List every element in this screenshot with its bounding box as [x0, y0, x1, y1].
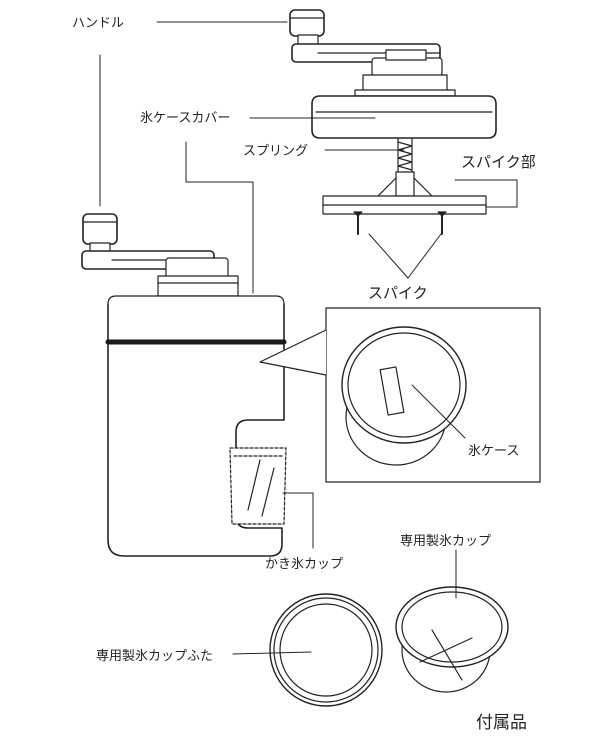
top-handle-drawing [289, 9, 443, 77]
top-cover-drawing [311, 74, 497, 139]
shaved-ice-cup-drawing [229, 447, 287, 525]
label-ice-case: 氷ケース [468, 444, 519, 459]
leader-lines [99, 21, 518, 655]
label-accessories: 付属品 [476, 713, 527, 733]
label-spring: スプリング [243, 144, 308, 159]
special-ice-cup-drawing [395, 586, 509, 693]
label-spike: スパイク [368, 284, 428, 302]
label-special-ice-cup: 専用製氷カップ [400, 534, 491, 549]
spike-part-drawing [322, 171, 487, 235]
machine-body-drawing [105, 275, 287, 557]
label-shaved-ice-cup: かき氷カップ [265, 557, 343, 572]
label-special-ice-cup-lid: 専用製氷カップふた [96, 649, 213, 664]
label-spike-part: スパイク部 [461, 153, 536, 171]
label-handle: ハンドル [72, 16, 124, 31]
spring-drawing [397, 137, 413, 173]
label-ice-case-cover: 氷ケースカバー [140, 111, 230, 126]
ice-case-inset [259, 307, 541, 483]
ice-cup-lid-drawing [269, 593, 383, 707]
machine-handle-drawing [81, 213, 229, 279]
